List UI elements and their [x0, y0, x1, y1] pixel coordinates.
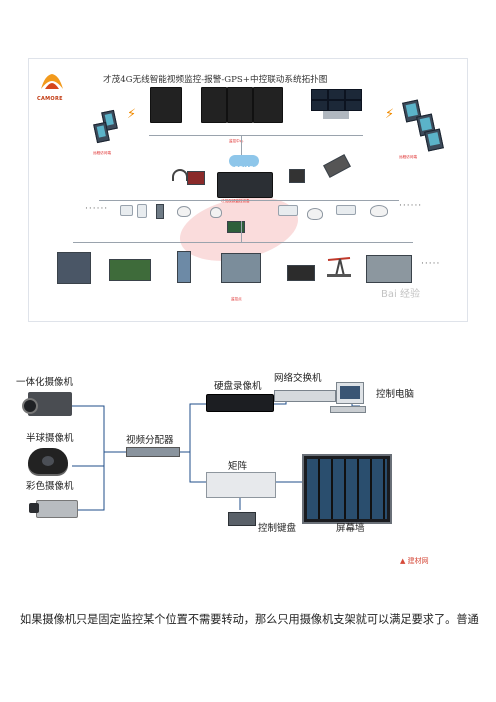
server-icon — [201, 87, 227, 123]
network-switch-label: 网络交换机 — [274, 373, 322, 384]
keyboard-icon — [330, 406, 366, 413]
dome-camera-icon — [210, 207, 222, 218]
sensor-icon — [156, 204, 164, 219]
lightning-icon: ⚡ — [127, 107, 137, 122]
dome-camera-icon — [28, 448, 68, 474]
ellipsis-right: ······ — [399, 201, 423, 211]
bullet-camera-icon — [336, 205, 356, 215]
camera-icon — [120, 205, 133, 216]
video-splitter-icon — [126, 447, 180, 457]
network-label: 3G/4G — [234, 166, 254, 172]
monitor-wall — [311, 89, 362, 121]
atm-icon — [177, 251, 191, 283]
half-dome-camera-label: 半球摄像机 — [26, 433, 74, 444]
color-camera-icon — [29, 500, 78, 518]
right-remote-label: 远程访问端 — [399, 155, 417, 159]
vertical-link — [241, 136, 242, 160]
vertical-link — [241, 221, 242, 243]
network-cloud: 3G/4G — [229, 155, 259, 172]
main-video-device — [217, 172, 273, 198]
integrated-camera-label: 一体化摄像机 — [16, 377, 74, 388]
dome-camera-icon — [307, 208, 323, 220]
color-camera-label: 彩色摄像机 — [26, 481, 74, 492]
oil-pump-icon — [326, 254, 352, 278]
center-bus-line — [149, 135, 363, 136]
ellipsis-right-sites: ····· — [421, 259, 441, 269]
control-keyboard-label: 控制键盘 — [258, 523, 297, 534]
matrix-icon — [206, 472, 276, 498]
camore-logo — [39, 71, 65, 93]
alarm-host-icon — [227, 221, 245, 233]
dvr-icon — [206, 394, 274, 412]
network-switch-icon — [274, 390, 336, 402]
baidu-watermark: Bai 经验 — [381, 289, 420, 300]
site-watermark-logo: ▲ 建材网 — [400, 557, 429, 565]
cctv-diagram: 一体化摄像机 半球摄像机 彩色摄像机 视频分配器 硬盘录像机 网络交换机 控制电… — [0, 360, 496, 570]
computer-monitor-icon — [336, 382, 364, 404]
factory-machine-icon — [366, 255, 412, 283]
server-icon — [227, 87, 253, 123]
lightning-icon: ⚡ — [385, 107, 395, 122]
matrix-label: 矩阵 — [228, 461, 248, 472]
power-equipment-icon — [57, 252, 91, 284]
vehicle-device-icon — [287, 265, 315, 281]
ellipsis-left: ······ — [85, 204, 109, 214]
tablet-icon — [424, 128, 444, 152]
video-wall-icon — [302, 454, 392, 524]
device-label: 才茂视频监控设备 — [221, 199, 250, 203]
sensor-icon — [137, 204, 147, 218]
pipeline-icon — [221, 253, 261, 283]
topology-diagram: CAMORE 才茂4G无线智能视频监控-报警-GPS+中控联动系统拓扑图 远程访… — [28, 58, 468, 322]
industrial-machine-icon — [109, 259, 151, 281]
dvr-label: 硬盘录像机 — [214, 381, 262, 392]
diagram-title: 才茂4G无线智能视频监控-报警-GPS+中控联动系统拓扑图 — [103, 75, 328, 85]
dome-camera-icon — [370, 205, 388, 217]
sensor-cluster-icon — [323, 154, 351, 178]
video-wall-label: 屏幕墙 — [336, 523, 365, 534]
bullet-camera-icon — [278, 205, 298, 216]
sites-label: 监控点 — [231, 297, 242, 301]
left-remote-label: 远程访问端 — [93, 151, 111, 155]
server-icon — [253, 87, 283, 123]
headset-icon — [172, 169, 188, 181]
video-splitter-label: 视频分配器 — [126, 435, 174, 446]
device-bus-line — [99, 200, 399, 201]
recorder-device-icon — [187, 171, 205, 185]
control-pc-label: 控制电脑 — [376, 389, 415, 400]
body-paragraph: 如果摄像机只是固定监控某个位置不需要转动，那么只用摄像机支架就可以满足要求了。普… — [20, 613, 479, 626]
control-keyboard-icon — [228, 512, 256, 526]
monitoring-center-label: 监控中心 — [229, 139, 244, 143]
integrated-camera-icon — [22, 392, 72, 416]
server-icon — [150, 87, 182, 123]
site-bus-line — [73, 242, 413, 243]
brand-name: CAMORE — [37, 96, 63, 102]
smoke-detector-icon — [177, 206, 191, 217]
gps-device-icon — [289, 169, 305, 183]
